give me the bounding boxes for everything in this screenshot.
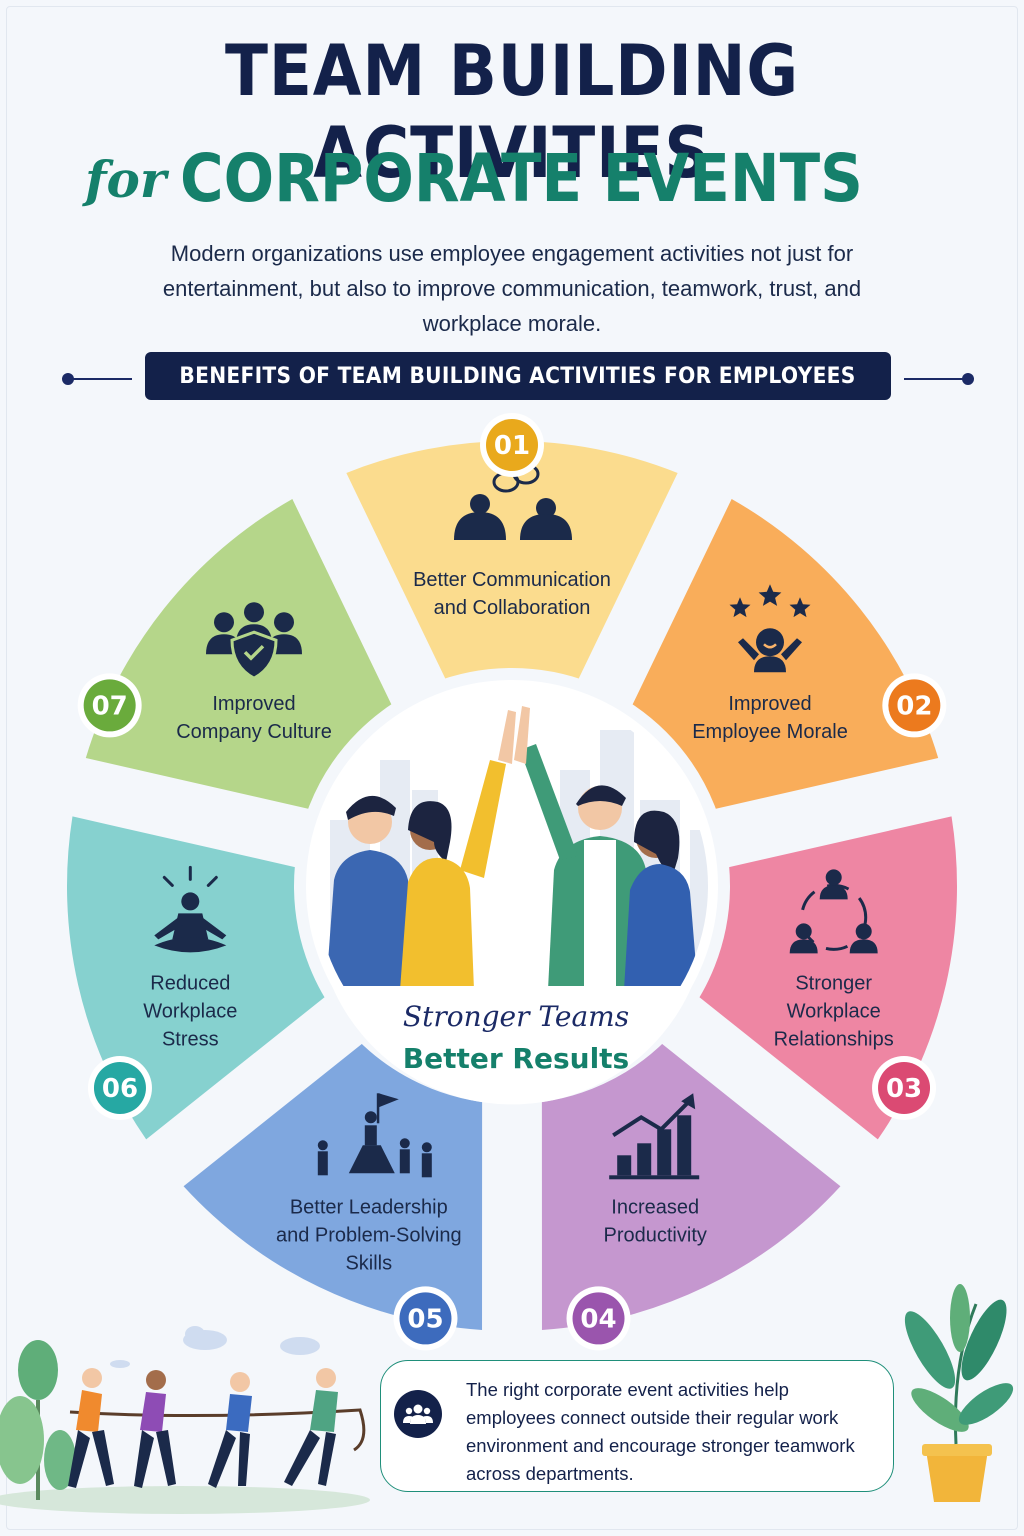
- benefit-number: 05: [407, 1304, 443, 1334]
- leader-flag-icon: [317, 1093, 432, 1178]
- banner-line-left: [70, 378, 132, 380]
- tug-of-war-people: [68, 1368, 338, 1488]
- person-yellow-shirt: [400, 760, 506, 990]
- benefit-label-line: Increased: [611, 1196, 699, 1218]
- benefit-label-line: and Collaboration: [434, 597, 591, 619]
- banner-dot-right: [962, 373, 974, 385]
- puller-orange: [68, 1368, 114, 1488]
- benefit-number: 07: [92, 691, 128, 721]
- benefits-banner: BENEFITS OF TEAM BUILDING ACTIVITIES FOR…: [145, 352, 891, 400]
- banner-line-right: [904, 378, 966, 380]
- potted-plant-icon: [904, 1284, 1014, 1502]
- note-text: The right corporate event activities hel…: [466, 1379, 855, 1484]
- tree-icon: [0, 1340, 76, 1500]
- benefit-segment-04: [541, 1031, 841, 1330]
- benefit-number: 03: [886, 1074, 922, 1104]
- benefit-segment-03: [683, 816, 957, 1140]
- benefit-label-line: Better Leadership: [290, 1196, 448, 1218]
- rope: [69, 1408, 366, 1452]
- person-green-jacket: [520, 744, 652, 990]
- benefits-banner-label: BENEFITS OF TEAM BUILDING ACTIVITIES FOR…: [179, 363, 857, 389]
- benefit-number: 02: [896, 691, 932, 721]
- page-title: TEAM BUILDING ACTIVITIES: [224, 30, 800, 194]
- benefit-segment-05: [183, 1031, 483, 1330]
- ground: [0, 1486, 370, 1514]
- tagline-italic: Stronger Teams: [403, 1000, 629, 1033]
- puller-purple: [134, 1370, 176, 1488]
- benefit-badge-02: 02: [882, 673, 947, 738]
- benefit-label-line: Stress: [162, 1028, 219, 1050]
- note-card: [380, 1360, 894, 1492]
- benefit-number: 06: [102, 1074, 138, 1104]
- banner-dot-left: [62, 373, 74, 385]
- team-shield-icon: [206, 602, 302, 680]
- benefit-segment-06: [67, 816, 341, 1140]
- intro-paragraph: Modern organizations use employee engage…: [162, 241, 862, 336]
- benefit-number: 04: [580, 1304, 616, 1334]
- benefit-label-line: Improved: [212, 693, 295, 715]
- raised-hands: [498, 710, 516, 764]
- benefit-number: 01: [494, 431, 530, 461]
- benefit-badge-07: 07: [77, 673, 142, 738]
- benefit-label-line: Skills: [345, 1252, 392, 1274]
- benefit-segment-02: [623, 498, 939, 814]
- benefit-badge-06: 06: [87, 1055, 152, 1120]
- person-blue-blouse: [624, 810, 698, 990]
- puller-blue: [208, 1372, 252, 1488]
- benefit-label-line: Improved: [728, 693, 811, 715]
- benefit-label-line: Productivity: [604, 1224, 707, 1246]
- team-high-five-illustration: [326, 706, 708, 1000]
- benefit-label-line: Company Culture: [176, 721, 332, 743]
- benefit-label-line: Better Communication: [413, 569, 611, 591]
- benefit-badge-01: 01: [480, 413, 544, 477]
- tagline-bold: Better Results: [403, 1042, 629, 1075]
- team-group-icon: [394, 1390, 442, 1438]
- benefit-label-line: Workplace: [787, 1000, 881, 1022]
- growth-chart-icon: [609, 1093, 700, 1180]
- benefit-label-line: Employee Morale: [692, 721, 848, 743]
- bottom-scene: [0, 1284, 1014, 1514]
- subtitle-script-word: for: [85, 150, 167, 209]
- benefits-wheel: Better Communication and CollaborationImp…: [67, 413, 957, 1351]
- happy-stars-icon: [729, 584, 811, 673]
- benefit-label-line: Stronger: [795, 972, 872, 994]
- cloud-icon: [110, 1326, 320, 1368]
- center-illustration: Stronger Teams Better Results: [294, 668, 730, 1105]
- benefit-label-line: Workplace: [143, 1000, 237, 1022]
- subtitle-main: CORPORATE EVENTS: [180, 140, 864, 217]
- benefit-segment-01: [346, 441, 678, 697]
- benefit-label-line: Relationships: [774, 1028, 894, 1050]
- benefit-label-01: Better Communication and Collaboration: [413, 569, 611, 619]
- puller-green: [284, 1368, 338, 1486]
- network-people-icon: [789, 869, 878, 954]
- benefit-badge-05: 05: [393, 1286, 458, 1351]
- benefit-badge-04: 04: [566, 1286, 631, 1351]
- benefit-label-line: and Problem-Solving: [276, 1224, 462, 1246]
- tagline-band: [332, 986, 692, 1105]
- benefit-badge-03: 03: [872, 1055, 937, 1120]
- meditation-icon: [154, 865, 227, 953]
- person-blue-shirt: [326, 795, 414, 990]
- benefit-label-line: Reduced: [150, 972, 230, 994]
